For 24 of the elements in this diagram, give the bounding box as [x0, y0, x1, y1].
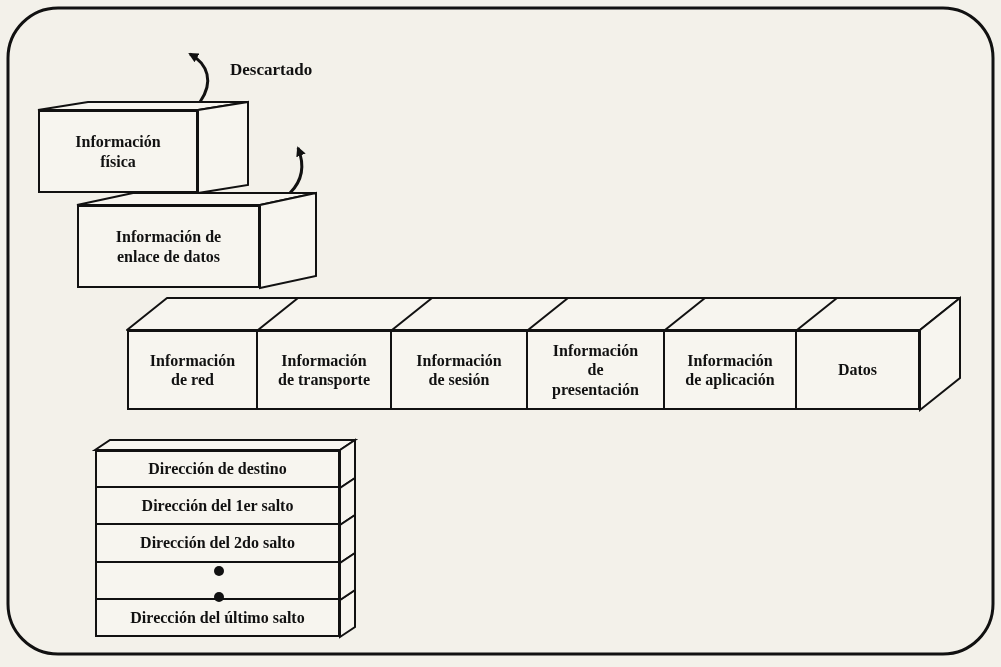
layer-label: Información de transporte [277, 350, 371, 390]
curved-arrow [188, 52, 210, 103]
layer-box [528, 330, 665, 410]
curved-arrow [288, 146, 306, 195]
layer-label: Información de aplicación [684, 350, 776, 390]
layer-box [392, 330, 528, 410]
layer-label: Información de sesión [415, 350, 503, 390]
ellipsis-row [95, 553, 355, 600]
layer-box [95, 590, 355, 637]
layer-box [258, 330, 392, 410]
layer-box [95, 515, 355, 563]
layer-label: Dirección del 1er salto [141, 495, 294, 516]
layer-box [797, 330, 920, 410]
layer-label: Dirección de destino [148, 459, 287, 479]
layer-box [127, 330, 258, 410]
layer-label: Dirección del 2do salto [140, 533, 295, 553]
layer-label: Dirección del último salto [130, 607, 305, 628]
layer-label: Información de red [148, 350, 237, 390]
layer-label: Información física [74, 132, 162, 171]
layer-label: Información de presentación [551, 341, 640, 399]
layer-label: Información de enlace de datos [114, 227, 223, 266]
layer-box [665, 330, 797, 410]
layer-box [95, 478, 355, 525]
layer-label: Datos [837, 360, 878, 380]
